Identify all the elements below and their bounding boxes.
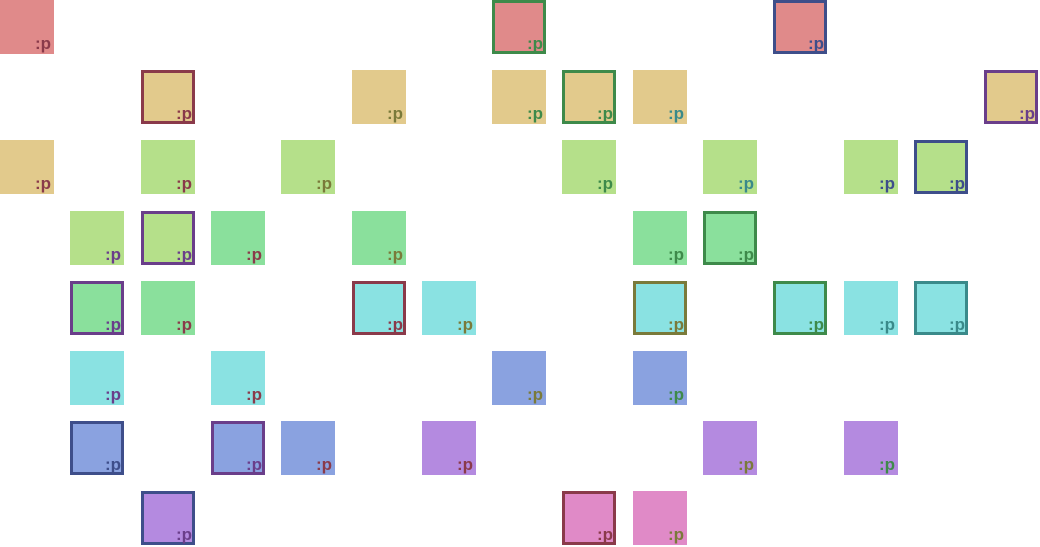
tile-label: :p (596, 525, 613, 544)
tile-label: :p (878, 315, 895, 334)
tile: :p (352, 281, 406, 335)
tile: :p (914, 281, 968, 335)
tile-label: :p (175, 245, 192, 264)
tile: :p (0, 140, 54, 194)
tile-label: :p (315, 174, 332, 193)
tile: :p (773, 0, 827, 54)
tile-label: :p (948, 174, 965, 193)
tile: :p (633, 281, 687, 335)
tile: :p (562, 140, 616, 194)
tile-label: :p (34, 34, 51, 53)
tile: :p (281, 421, 335, 475)
tile-label: :p (526, 34, 543, 53)
tile: :p (773, 281, 827, 335)
tile: :p (633, 70, 687, 124)
tile: :p (844, 421, 898, 475)
tile: :p (844, 281, 898, 335)
tile-label: :p (948, 315, 965, 334)
tile-label: :p (386, 245, 403, 264)
tile-label: :p (245, 245, 262, 264)
tile-label: :p (245, 455, 262, 474)
tile-label: :p (175, 315, 192, 334)
tile-label: :p (667, 245, 684, 264)
tile: :p (352, 211, 406, 265)
tile: :p (492, 351, 546, 405)
tile: :p (422, 281, 476, 335)
tile: :p (562, 70, 616, 124)
tile: :p (141, 70, 195, 124)
tile: :p (211, 351, 265, 405)
tile-label: :p (315, 455, 332, 474)
tile-label: :p (104, 245, 121, 264)
tile: :p (141, 281, 195, 335)
tile-label: :p (386, 315, 403, 334)
tile-label: :p (456, 315, 473, 334)
tile-label: :p (104, 455, 121, 474)
tile-label: :p (1018, 104, 1035, 123)
tile-label: :p (878, 455, 895, 474)
tile: :p (562, 491, 616, 545)
tile: :p (633, 211, 687, 265)
tile-label: :p (807, 315, 824, 334)
tile: :p (70, 351, 124, 405)
tile-label: :p (737, 174, 754, 193)
tile: :p (70, 211, 124, 265)
tile: :p (703, 140, 757, 194)
tile-label: :p (807, 34, 824, 53)
tile: :p (70, 281, 124, 335)
tile: :p (492, 0, 546, 54)
tile-label: :p (104, 385, 121, 404)
tile-label: :p (667, 385, 684, 404)
tile: :p (422, 421, 476, 475)
tile: :p (281, 140, 335, 194)
tile-label: :p (175, 104, 192, 123)
tile-label: :p (737, 245, 754, 264)
tile-label: :p (245, 385, 262, 404)
tile-label: :p (175, 525, 192, 544)
tile: :p (141, 140, 195, 194)
tile: :p (633, 491, 687, 545)
tile: :p (0, 0, 54, 54)
tile: :p (70, 421, 124, 475)
tile-label: :p (526, 385, 543, 404)
tile: :p (844, 140, 898, 194)
tile: :p (211, 421, 265, 475)
tile-label: :p (667, 104, 684, 123)
tile-label: :p (526, 104, 543, 123)
tile: :p (703, 211, 757, 265)
tile-label: :p (737, 455, 754, 474)
tile: :p (352, 70, 406, 124)
tile-label: :p (456, 455, 473, 474)
tile: :p (211, 211, 265, 265)
tile-label: :p (878, 174, 895, 193)
tile-label: :p (386, 104, 403, 123)
tile: :p (633, 351, 687, 405)
tile-label: :p (175, 174, 192, 193)
tile-label: :p (667, 525, 684, 544)
tile-label: :p (596, 104, 613, 123)
tile: :p (492, 70, 546, 124)
tile-label: :p (596, 174, 613, 193)
tile-label: :p (34, 174, 51, 193)
tile: :p (703, 421, 757, 475)
tile: :p (141, 491, 195, 545)
tile-label: :p (104, 315, 121, 334)
tile-label: :p (667, 315, 684, 334)
tile: :p (141, 211, 195, 265)
tile: :p (914, 140, 968, 194)
tile: :p (984, 70, 1038, 124)
